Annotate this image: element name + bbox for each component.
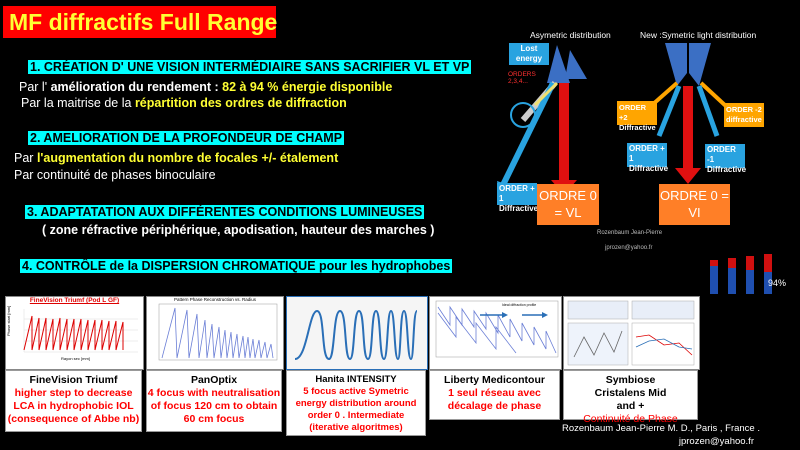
thumb-panoptix: Pattern Phase Reconstruction vs. Radius <box>146 296 284 370</box>
caption-liberty-text: 1 seul réseau avec décalage de phase <box>447 387 542 412</box>
asym-order-plus1: ORDER + 1 Diffractive <box>497 183 539 213</box>
section-1-line-1: Par l' amélioration du rendement : 82 à … <box>19 80 392 94</box>
percent-label: 94% <box>768 278 787 288</box>
yellow-ray <box>533 81 559 107</box>
sym-ordre0-ray <box>683 86 693 171</box>
panoptix-title: Pattern Phase Reconstruction vs. Radius <box>173 297 257 302</box>
footer-credit: Rozenbaum Jean-Pierre M. D., Paris , Fra… <box>562 423 760 434</box>
section-3-line-1: ( zone réfractive périphérique, apodisat… <box>42 223 434 237</box>
caption-finevision-text: higher step to decrease LCA in hydrophob… <box>7 387 140 425</box>
caption-symbiose-text: Continuité de Phase <box>583 413 678 425</box>
finevision-xlabel: Rayon sec [mm] <box>61 356 90 361</box>
s1-l2-prefix: Par la maitrise de la <box>21 96 135 110</box>
order-m2-box: ORDER -2 diffractive <box>724 103 764 127</box>
sym-title: New :Symetric light distribution <box>640 30 757 40</box>
sym-ordre0-l2: VI <box>688 205 701 220</box>
orders-label: ORDERS 2,3,4... <box>508 71 536 85</box>
caption-symbiose-title: Symbiose Cristalens Mid and + <box>594 374 667 412</box>
thumb-liberty: Ideal diffraction profile <box>429 296 562 370</box>
liberty-legend: Ideal diffraction profile <box>502 303 536 307</box>
section-4-heading-text: 4. CONTRÔLE de la DISPERSION CHROMATIQUE… <box>20 259 453 273</box>
s2-l2-prefix: Par continuité de phases binoculaire <box>14 168 216 182</box>
section-2-heading-text: 2. AMELIORATION DE LA PROFONDEUR DE CHAM… <box>28 131 345 145</box>
caption-panoptix-title: PanOptix <box>190 374 238 386</box>
caption-liberty: Liberty Medicontour 1 seul réseau avec d… <box>429 370 560 420</box>
sym-ordre0-l1: ORDRE 0 = <box>660 188 729 203</box>
panoptix-plot <box>158 303 278 361</box>
bar-3 <box>746 256 754 294</box>
bar-4 <box>764 254 772 294</box>
asym-ordre0: ORDRE 0 = VL <box>537 184 599 225</box>
caption-hanita: Hanita INTENSITY 5 focus active Symetric… <box>286 370 426 436</box>
s1-l1-bold: amélioration du rendement : <box>47 80 223 94</box>
s2-l1-prefix: Par <box>14 151 37 165</box>
order-p2-box: ORDER +2 Diffractive <box>617 101 657 132</box>
hanita-plot <box>287 297 427 369</box>
caption-hanita-text: 5 focus active Symetric energy distribut… <box>295 386 417 433</box>
symbiose-plot <box>567 300 695 366</box>
credit-mid: Rozenbaum Jean-Pierre <box>597 230 663 236</box>
s2-l1-yellow: l'augmentation du nombre de focales +/- … <box>36 151 339 165</box>
liberty-plot: Ideal diffraction profile <box>435 300 559 358</box>
sym-prism-left <box>665 43 687 86</box>
asym-title: Asymetric distribution <box>530 30 611 40</box>
caption-hanita-title: Hanita INTENSITY <box>315 374 397 385</box>
lost-energy-box: Lost energy <box>509 43 549 65</box>
bar-1 <box>710 260 718 294</box>
ordre0-ray-left <box>559 83 569 183</box>
order1-ray <box>500 81 556 187</box>
s1-l2-yellow: répartition des ordres de diffraction <box>134 96 347 110</box>
order-m1-ray <box>696 85 720 137</box>
sym-ordre0: ORDRE 0 = VI <box>659 184 730 225</box>
section-2-line-2: Par continuité de phases binoculaire <box>14 168 216 182</box>
section-2-line-1: Par l'augmentation du nombre de focales … <box>14 151 338 165</box>
energy-bars <box>710 254 772 294</box>
asym-ordre0-l2: = VL <box>554 205 582 220</box>
caption-liberty-title: Liberty Medicontour <box>444 374 545 386</box>
finevision-plot: Phase start [mm] Rayon sec [mm] <box>6 306 138 361</box>
section-1-heading: 1. CRÉATION D' UNE VISION INTERMÉDIAIRE … <box>28 60 472 74</box>
section-3-heading: 3. ADAPTATATION AUX DIFFÉRENTES CONDITIO… <box>25 205 425 219</box>
thumb-hanita <box>286 296 428 370</box>
thumb-symbiose <box>563 296 700 370</box>
order-p1-box: ORDER + 1 Diffractive <box>627 143 669 173</box>
caption-panoptix: PanOptix 4 focus with neutralisation of … <box>146 370 282 432</box>
finevision-ylabel: Phase start [mm] <box>6 306 11 336</box>
order-m1-box: ORDER -1 Diffractive <box>705 144 747 174</box>
order-p1-ray <box>656 85 682 137</box>
asym-prism-right <box>565 50 587 79</box>
section-3-heading-text: 3. ADAPTATATION AUX DIFFÉRENTES CONDITIO… <box>25 205 425 219</box>
s1-l1-prefix: Par l' <box>19 80 48 94</box>
section-2-heading: 2. AMELIORATION DE LA PROFONDEUR DE CHAM… <box>28 131 345 145</box>
sym-prism-right <box>689 43 711 86</box>
thumb-finevision: FineVision Triumf (Pod L GF) Phase start… <box>5 296 144 370</box>
s3-l1-bold: ( zone réfractive périphérique, apodisat… <box>42 223 435 237</box>
section-1-line-2: Par la maitrise de la répartition des or… <box>21 96 347 110</box>
s1-l1-yellow: 82 à 94 % énergie disponible <box>222 80 393 94</box>
credit-mid-email: jprozen@yahoo.fr <box>605 245 653 251</box>
asym-ordre0-l1: ORDRE 0 <box>539 188 597 203</box>
caption-finevision-title: FineVision Triumf <box>29 374 118 386</box>
caption-symbiose: Symbiose Cristalens Mid and + Continuité… <box>563 370 698 425</box>
footer-email: jprozen@yahoo.fr <box>678 436 754 447</box>
section-1-heading-text: 1. CRÉATION D' UNE VISION INTERMÉDIAIRE … <box>28 60 472 74</box>
section-4-heading: 4. CONTRÔLE de la DISPERSION CHROMATIQUE… <box>20 259 453 273</box>
caption-panoptix-text: 4 focus with neutralisation of focus 120… <box>147 387 281 425</box>
page-title: MF diffractifs Full Range <box>3 6 277 38</box>
asym-diagram <box>497 45 587 195</box>
bar-2 <box>728 258 736 294</box>
finevision-title: FineVision Triumf (Pod L GF) <box>29 297 120 304</box>
caption-finevision: FineVision Triumf higher step to decreas… <box>5 370 142 432</box>
asym-prism-left <box>547 45 570 83</box>
